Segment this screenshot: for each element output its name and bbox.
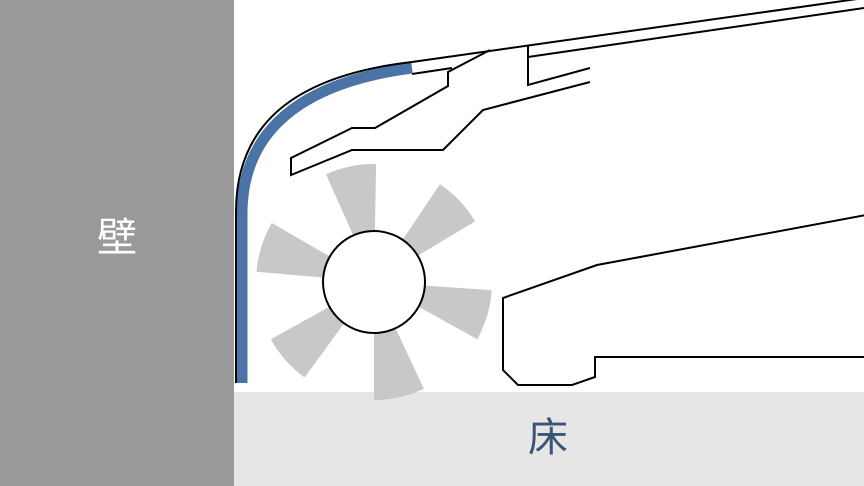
- upper-vane: [527, 45, 591, 87]
- floor: 床: [234, 392, 864, 486]
- casing-outer-line: [235, 0, 858, 383]
- fan-hub: [322, 230, 426, 334]
- wall: 壁: [0, 0, 234, 486]
- wall-label: 壁: [97, 215, 137, 261]
- floor-label: 床: [528, 415, 568, 461]
- casing-inner-top-line: [527, 7, 864, 58]
- lower-body: [502, 214, 864, 386]
- duct-top-edge: [411, 67, 453, 75]
- louver: [290, 49, 591, 177]
- rear-duct-highlight: [236, 62, 413, 383]
